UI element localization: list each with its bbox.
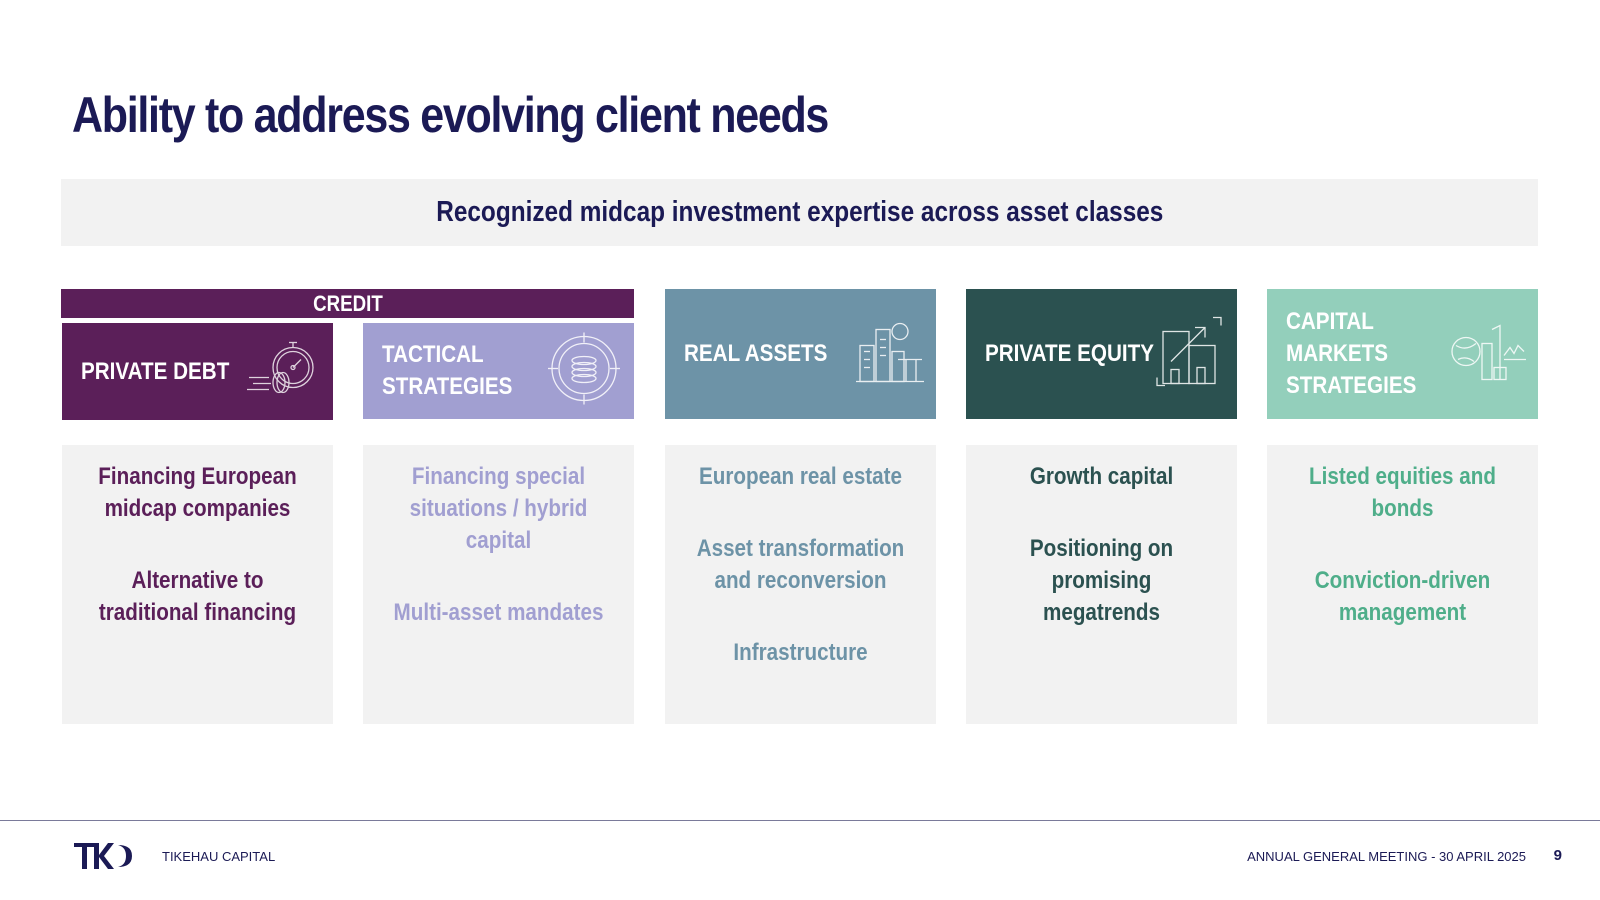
footer-divider <box>0 820 1600 821</box>
card-line: Positioning on promising megatrends <box>1029 535 1174 626</box>
card-line: Infrastructure <box>733 639 868 666</box>
card-line: Financing European midcap companies <box>98 463 297 522</box>
banner-text: Recognized midcap investment expertise a… <box>435 196 1164 228</box>
building-growth-icon <box>1151 312 1227 397</box>
category-header-private-debt: PRIVATE DEBT <box>62 323 333 420</box>
company-name: TIKEHAU CAPITAL <box>162 849 276 864</box>
card-line: Alternative to traditional financing <box>98 567 297 626</box>
company-logo <box>74 841 134 876</box>
card-line: Growth capital <box>1029 463 1174 490</box>
card-private-debt: Financing European midcap companies Alte… <box>62 445 333 724</box>
card-capital-markets-strategies: Listed equities and bonds Conviction-dri… <box>1267 445 1538 724</box>
credit-group-bar: CREDIT <box>61 289 634 318</box>
category-header-private-equity: PRIVATE EQUITY <box>966 289 1237 419</box>
card-real-assets: European real estate Asset transformatio… <box>665 445 936 724</box>
card-line: Asset transformation and reconversion <box>696 535 905 594</box>
category-label: PRIVATE EQUITY <box>985 340 1154 367</box>
page-title: Ability to address evolving client needs <box>72 87 829 143</box>
category-label: CAPITAL MARKETS STRATEGIES <box>1286 308 1417 399</box>
category-label: TACTICAL STRATEGIES <box>382 341 513 400</box>
target-coins-icon <box>544 329 624 414</box>
category-header-capital-markets-strategies: CAPITAL MARKETS STRATEGIES <box>1267 289 1538 419</box>
category-label: PRIVATE DEBT <box>81 357 230 385</box>
category-header-tactical-strategies: TACTICAL STRATEGIES <box>363 323 634 419</box>
city-buildings-icon <box>854 316 926 393</box>
card-line: European real estate <box>698 463 903 490</box>
credit-label: CREDIT <box>312 290 383 316</box>
card-line: Conviction-driven management <box>1314 567 1491 626</box>
card-private-equity: Growth capital Positioning on promising … <box>966 445 1237 724</box>
globe-markets-icon <box>1448 320 1528 389</box>
expertise-banner: Recognized midcap investment expertise a… <box>61 179 1538 246</box>
stopwatch-coins-icon <box>243 337 323 406</box>
category-header-real-assets: REAL ASSETS <box>665 289 936 419</box>
page-number: 9 <box>1553 847 1562 864</box>
card-line: Multi-asset mandates <box>393 599 604 626</box>
card-line: Financing special situations / hybrid ca… <box>409 463 588 554</box>
category-label: REAL ASSETS <box>684 340 828 367</box>
card-tactical-strategies: Financing special situations / hybrid ca… <box>363 445 634 724</box>
card-line: Listed equities and bonds <box>1309 463 1496 522</box>
meeting-info: ANNUAL GENERAL MEETING - 30 APRIL 2025 <box>1247 849 1526 864</box>
